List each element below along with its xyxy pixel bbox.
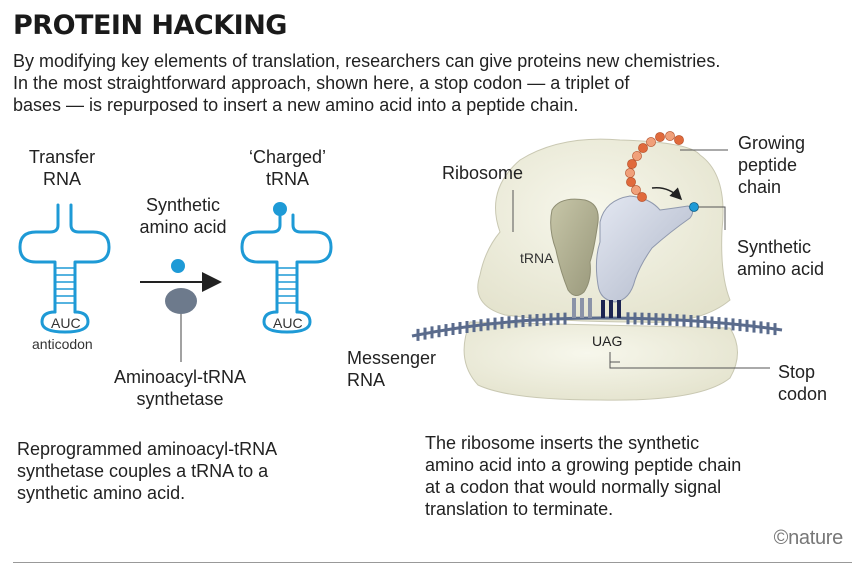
intro-line: In the most straightforward approach, sh… bbox=[13, 73, 630, 93]
peptide-transfer-arrow bbox=[651, 186, 683, 201]
stop-codon-label-line: codon bbox=[778, 384, 828, 404]
right-synthetic-amino-acid-label: Synthetic amino acid bbox=[737, 236, 824, 280]
synthetic-amino-acid-label-line: amino acid bbox=[139, 217, 227, 237]
ribosome-trna-khaki bbox=[550, 198, 599, 296]
synthetic-amino-acid-label-line: Synthetic bbox=[145, 195, 221, 215]
growing-chain-label-line: Growing bbox=[738, 133, 806, 153]
messenger-rna-strand bbox=[411, 312, 783, 341]
peptide-bead bbox=[626, 177, 636, 187]
stop-codon-label: Stop codon bbox=[778, 361, 827, 405]
right-caption-line: amino acid into a growing peptide chain bbox=[425, 455, 742, 475]
right-synthetic-label-line: Synthetic bbox=[737, 237, 812, 257]
stop-codon-sequence: UAG bbox=[592, 333, 623, 349]
peptide-bead bbox=[637, 192, 647, 202]
left-caption-line: synthetic amino acid. bbox=[17, 483, 186, 503]
messenger-rna-label-line: RNA bbox=[347, 370, 386, 390]
growing-peptide-chain bbox=[625, 131, 684, 202]
right-caption-line: translation to terminate. bbox=[425, 499, 614, 519]
right-caption-line: The ribosome inserts the synthetic bbox=[425, 433, 700, 453]
peptide-bead bbox=[631, 185, 641, 195]
transfer-rna-label: Transfer RNA bbox=[22, 146, 102, 190]
charged-trna-label-line: ‘Charged’ bbox=[248, 147, 327, 167]
charged-trna-label-line: tRNA bbox=[265, 169, 309, 189]
intro-line: bases — is repurposed to insert a new am… bbox=[13, 95, 579, 115]
transfer-rna-label-line: RNA bbox=[42, 169, 81, 189]
trna-cloverleaf-uncharged bbox=[18, 203, 111, 334]
charged-trna-label: ‘Charged’ tRNA bbox=[240, 146, 335, 190]
transfer-rna-label-line: Transfer bbox=[28, 147, 96, 167]
right-synthetic-label-line: amino acid bbox=[737, 259, 825, 279]
left-caption: Reprogrammed aminoacyl-tRNA synthetase c… bbox=[17, 438, 277, 504]
trna-label: tRNA bbox=[520, 250, 554, 266]
peptide-bead bbox=[632, 151, 642, 161]
charged-amino-acid-dot bbox=[273, 202, 287, 216]
synthetase-label-line: Aminoacyl-tRNA bbox=[113, 367, 247, 387]
left-caption-line: Reprogrammed aminoacyl-tRNA bbox=[17, 439, 278, 459]
ribosome-synthetic-amino-acid-dot bbox=[689, 202, 699, 212]
figure-title: PROTEIN HACKING bbox=[13, 10, 287, 41]
ribosome-trna-bluegrey bbox=[595, 195, 694, 303]
intro-line: By modifying key elements of translation… bbox=[13, 51, 721, 71]
messenger-rna-label: Messenger RNA bbox=[347, 347, 436, 391]
right-panel-leader-lines bbox=[512, 149, 770, 369]
synthetase-shape bbox=[165, 288, 197, 314]
peptide-bead bbox=[625, 168, 635, 178]
peptide-bead bbox=[665, 131, 675, 141]
peptide-bead bbox=[655, 132, 665, 142]
left-caption-line: synthetase couples a tRNA to a bbox=[17, 461, 269, 481]
right-caption-line: at a codon that would normally signal bbox=[425, 477, 722, 497]
peptide-bead bbox=[627, 159, 637, 169]
peptide-bead bbox=[646, 137, 656, 147]
right-caption: The ribosome inserts the synthetic amino… bbox=[425, 432, 741, 520]
bottom-rule bbox=[13, 562, 852, 563]
codon-bars bbox=[572, 298, 621, 318]
trna-cloverleaf-charged bbox=[240, 203, 333, 334]
intro-text: By modifying key elements of translation… bbox=[13, 50, 853, 116]
synthetic-amino-acid-dot bbox=[171, 259, 185, 273]
nature-logo: ©nature bbox=[773, 527, 844, 549]
anticodon-code-1: AUC bbox=[51, 315, 81, 331]
messenger-rna-label-line: Messenger bbox=[347, 348, 437, 368]
synthetase-label: Aminoacyl-tRNA synthetase bbox=[95, 366, 265, 410]
stop-codon-label-line: Stop bbox=[778, 362, 816, 382]
ribosome-label: Ribosome bbox=[442, 163, 524, 183]
peptide-bead bbox=[674, 135, 684, 145]
synthetic-amino-acid-label: Synthetic amino acid bbox=[128, 194, 238, 238]
growing-peptide-chain-label: Growing peptide chain bbox=[738, 132, 805, 198]
anticodon-label: anticodon bbox=[32, 336, 93, 352]
peptide-bead bbox=[638, 143, 648, 153]
growing-chain-label-line: chain bbox=[738, 177, 782, 197]
growing-chain-label-line: peptide bbox=[738, 155, 798, 175]
synthetase-label-line: synthetase bbox=[136, 389, 224, 409]
anticodon-code-2: AUC bbox=[273, 315, 303, 331]
ribosome-small-subunit bbox=[463, 321, 738, 401]
